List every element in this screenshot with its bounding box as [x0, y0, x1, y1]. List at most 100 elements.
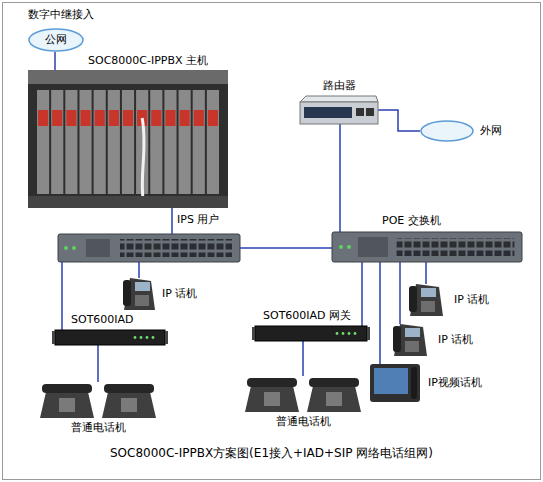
router-node: 路由器	[300, 96, 378, 124]
network-link	[361, 262, 363, 326]
network-link	[302, 341, 304, 376]
rack-card	[79, 90, 91, 194]
node-label: 外网	[480, 124, 502, 138]
desk-phone-handset	[104, 384, 154, 393]
iad-body	[55, 330, 165, 345]
cloud-icon	[420, 120, 474, 142]
rack-card	[108, 90, 120, 194]
switch-ports	[120, 239, 232, 257]
annotation-label: 数字中继接入	[28, 8, 94, 22]
cloud-node: 公网	[28, 28, 84, 52]
video-icon	[370, 364, 420, 402]
desk-phone	[102, 384, 156, 418]
wire	[138, 262, 140, 278]
phone-handset	[123, 280, 131, 306]
poe-switch: POE 交换机	[332, 232, 522, 262]
switch-body	[58, 234, 240, 262]
node-label: SOC8000C-IPPBX 主机	[88, 54, 208, 68]
desk-phones: 普通电话机	[245, 376, 361, 412]
phone-screen	[405, 328, 420, 337]
rack-card	[207, 90, 219, 194]
rack-card	[179, 90, 191, 194]
router-body	[300, 102, 378, 124]
iad-led	[354, 332, 357, 335]
network-link	[97, 345, 99, 382]
rack-card-face	[38, 110, 48, 126]
node-label: 公网	[45, 33, 67, 47]
rack-card-face	[66, 110, 76, 126]
switch-led	[64, 246, 68, 250]
rack-card-face	[180, 110, 190, 126]
iad-led	[134, 336, 137, 339]
node-label: 路由器	[323, 79, 356, 93]
network-link	[399, 262, 401, 324]
iad-led	[336, 332, 339, 335]
iad-gateway: SOT600IAD 网关	[255, 326, 367, 341]
node-label: SOT600IAD	[71, 313, 134, 327]
phone-body	[124, 278, 155, 310]
desk-phone	[245, 378, 299, 412]
rack-base	[28, 196, 228, 208]
node-label: IP 话机	[438, 333, 473, 347]
switch-body	[332, 232, 522, 262]
node-label: 普通电话机	[276, 415, 331, 429]
rack-card	[122, 90, 134, 194]
node-label: IP视频话机	[428, 376, 482, 390]
rack-card-face	[194, 110, 204, 126]
switch-led	[347, 245, 351, 249]
rack-card-face	[80, 110, 90, 126]
switch-led	[72, 246, 76, 250]
desk-phone-keypad	[121, 398, 137, 412]
iad-ear	[52, 331, 55, 344]
cloud-shape	[29, 29, 83, 51]
wire	[240, 247, 332, 249]
rack-icon	[28, 70, 228, 208]
desk-phone-handset	[309, 378, 359, 387]
phone-keypad	[421, 301, 435, 312]
iad-gateway: SOT600IAD	[55, 330, 165, 345]
iad-led	[140, 336, 143, 339]
phone-body	[394, 324, 427, 356]
phone-screen	[135, 282, 150, 291]
switch-ports	[397, 238, 515, 256]
phone-keypad	[135, 295, 149, 306]
router-top	[300, 96, 378, 102]
switch-panel	[358, 237, 388, 257]
rack-card-face	[123, 110, 133, 126]
router-icon	[300, 96, 378, 124]
phone-screen	[421, 288, 436, 297]
rack-card	[65, 90, 77, 194]
rack-card	[164, 90, 176, 194]
wire	[171, 208, 173, 234]
rack-card	[94, 90, 106, 194]
desk-phone	[40, 384, 94, 418]
desk-phone-keypad	[326, 392, 342, 406]
rack-card	[37, 90, 49, 194]
ipphone-icon	[122, 278, 156, 310]
cloud-shape	[421, 121, 473, 141]
iad-led	[146, 336, 149, 339]
rack-card-face	[95, 110, 105, 126]
phone-body	[410, 284, 443, 316]
desk-phone-body	[40, 392, 94, 418]
figure-caption: SOC8000C-IPPBX方案图(E1接入+IAD+SIP 网络电话组网)	[0, 446, 543, 461]
router-port	[356, 108, 364, 116]
ip-phone: IP 话机	[392, 324, 428, 356]
router-port	[366, 108, 374, 116]
network-link	[54, 52, 56, 70]
rack-card-face	[165, 110, 175, 126]
switch-panel	[86, 239, 110, 257]
iad-led	[342, 332, 345, 335]
ipphone-icon	[408, 284, 444, 316]
rack-card-face	[109, 110, 119, 126]
switch-led	[339, 245, 343, 249]
rack-top	[28, 70, 228, 84]
ip-phone: IP 话机	[122, 278, 156, 310]
rack-card	[193, 90, 205, 194]
desk-phone-handset	[247, 378, 297, 387]
iad-icon	[255, 326, 367, 341]
iad-led	[152, 336, 155, 339]
video-phone-screen	[374, 368, 408, 394]
iad-ear	[252, 327, 255, 340]
